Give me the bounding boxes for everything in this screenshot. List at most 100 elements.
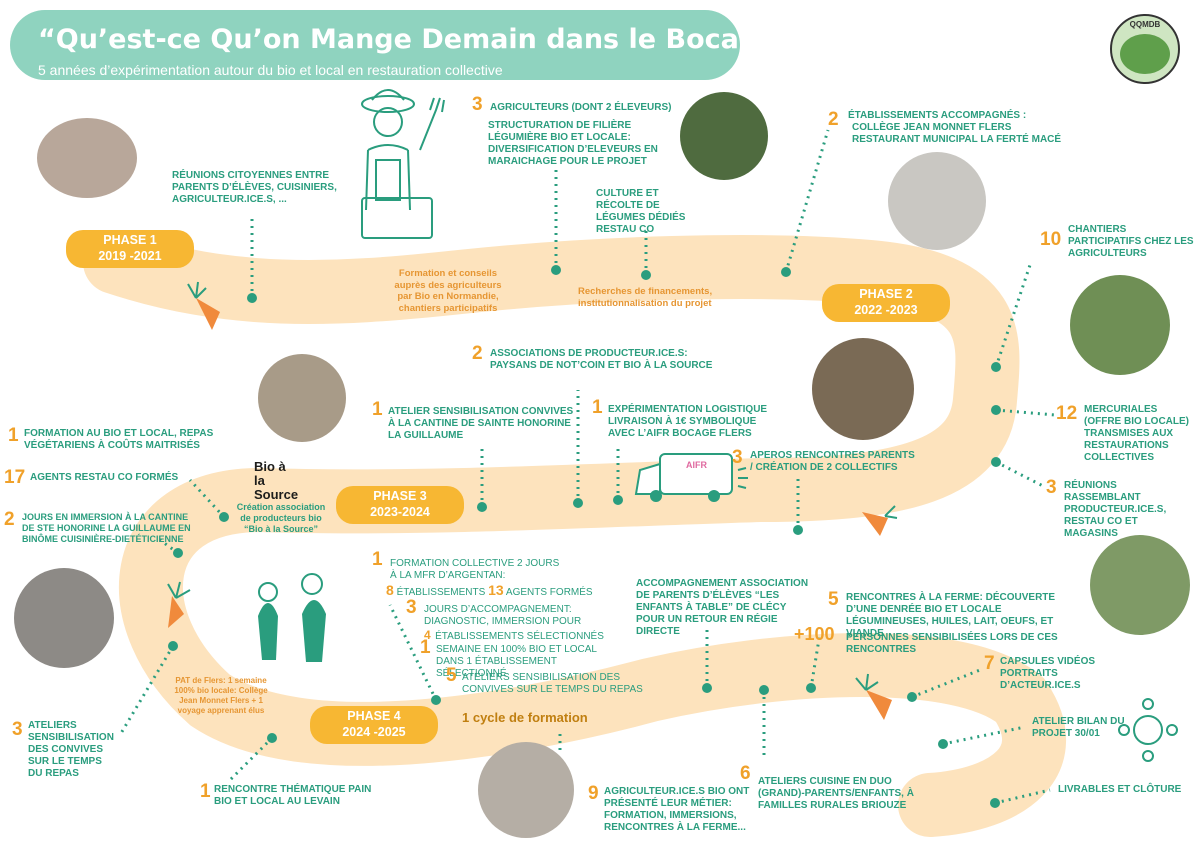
phase4-ateliers3: ATELIERS SENSIBILISATION DES CONVIVES SU… — [28, 720, 114, 779]
phase-4-years: 2024 -2025 — [342, 725, 406, 739]
carrot-icon — [855, 673, 892, 720]
phase2-etab-item: RESTAURANT MUNICIPAL LA FERTÉ MACÉ — [852, 134, 1062, 145]
phase3-formation-num: 1 — [8, 425, 19, 446]
phase3-aperos: APEROS RENCONTRES PARENTS / CRÉATION DE … — [750, 450, 915, 473]
phase1-financement-note: Recherches de financements, institutionn… — [578, 286, 713, 309]
photo-aperos — [812, 338, 914, 440]
phase2-mercuriales-num: 12 — [1056, 403, 1078, 424]
photo-participatory-worksite — [1070, 275, 1170, 375]
phase3-atelier-num: 1 — [372, 399, 383, 420]
phase3-assoc-num: 2 — [472, 343, 483, 364]
phase-1-badge: PHASE 1 2019 -2021 — [66, 230, 194, 268]
phase-4-badge: PHASE 4 2024 -2025 — [310, 706, 438, 744]
phase4-jours-num: 3 — [406, 597, 417, 618]
phase-3-years: 2023-2024 — [370, 505, 430, 519]
phase4-fc-etab-num: 8 — [386, 582, 394, 598]
page-title: “Qu’est-ce Qu’on Mange Demain dans le Bo… — [38, 24, 945, 55]
phase3-assoc: ASSOCIATIONS DE PRODUCTEUR.ICE.S: PAYSAN… — [490, 348, 713, 371]
phase4-bilan: ATELIER BILAN DU PROJET 30/01 — [1032, 716, 1125, 739]
phase4-fc-agents: AGENTS FORMÉS — [505, 587, 593, 598]
phase3-aperos-num: 3 — [732, 447, 743, 468]
phase2-etab-num: 2 — [828, 109, 839, 130]
phase4-pain: RENCONTRE THÉMATIQUE PAIN BIO ET LOCAL A… — [214, 784, 372, 807]
phase4-jours-etab-label: ÉTABLISSEMENTS SÉLECTIONNÉS — [435, 631, 604, 642]
phase1-culture: CULTURE ET RÉCOLTE DE LÉGUMES DÉDIÉS RES… — [596, 188, 686, 235]
phase2-etab-title: ÉTABLISSEMENTS ACCOMPAGNÉS : — [848, 110, 1027, 121]
phase4-fc-counts: 8 ÉTABLISSEMENTS 13 AGENTS FORMÉS — [386, 582, 593, 599]
phase3-logistique-num: 1 — [592, 397, 603, 418]
phase3-logistique: EXPÉRIMENTATION LOGISTIQUE LIVRAISON À 1… — [608, 404, 768, 439]
bio-a-la-source-logo: Bio à la Source — [254, 459, 299, 502]
delivery-truck-icon — [634, 453, 748, 502]
carrot-icon — [187, 281, 220, 330]
phase-2-badge: PHASE 2 2022 -2023 — [822, 284, 950, 322]
phase4-fc-line2: À LA MFR D’ARGENTAN: — [390, 570, 506, 581]
phase2-reunions-num: 3 — [1046, 477, 1057, 498]
phase4-jours-etab-num: 4 — [424, 628, 431, 642]
chef-icon — [258, 573, 326, 662]
qqmdb-logo: QQMDB — [1110, 14, 1180, 84]
photo-farm-visit — [1090, 535, 1190, 635]
phase4-fc-line1: FORMATION COLLECTIVE 2 JOURS — [390, 558, 560, 569]
phase4-ateliers5-num: 5 — [446, 665, 457, 686]
photo-cooks-group — [14, 568, 114, 668]
phase4-ateliers3-num: 3 — [12, 719, 23, 740]
phase1-agri-title: AGRICULTEURS (DONT 2 ÉLEVEURS) — [490, 102, 672, 113]
farmer-icon — [361, 89, 445, 239]
phase3-agents: AGENTS RESTAU CO FORMÉS — [30, 472, 179, 483]
phase4-pain-num: 1 — [200, 781, 211, 802]
phase4-cuisine-num: 6 — [740, 763, 751, 784]
phase-2-years: 2022 -2023 — [854, 303, 918, 317]
phase-2-name: PHASE 2 — [859, 287, 913, 301]
phase1-structuration: STRUCTURATION DE FILIÈRE LÉGUMIÈRE BIO E… — [488, 120, 658, 167]
people-table-icon — [1118, 698, 1178, 762]
title-banner: “Qu’est-ce Qu’on Mange Demain dans le Bo… — [10, 10, 944, 80]
phase3-jours: JOURS EN IMMERSION À LA CANTINE DE STE H… — [22, 512, 191, 544]
phase4-cycle: 1 cycle de formation — [462, 710, 588, 725]
phase4-personnes: PERSONNES SENSIBILISÉES LORS DE CES RENC… — [846, 632, 1058, 655]
phase2-chantiers: CHANTIERS PARTICIPATIFS CHEZ LES AGRICUL… — [1068, 224, 1194, 259]
phase4-jours-etab: 4 ÉTABLISSEMENTS SÉLECTIONNÉS — [424, 626, 604, 644]
photo-cooking-workshop — [478, 742, 574, 838]
phase4-rencontres: RENCONTRES À LA FERME: DÉCOUVERTE D’UNE … — [846, 592, 1056, 639]
phase4-jours: JOURS D’ACCOMPAGNEMENT: DIAGNOSTIC, IMME… — [424, 604, 582, 627]
phase4-agri: AGRICULTEUR.ICE.S BIO ONT PRÉSENTÉ LEUR … — [604, 786, 750, 833]
phase4-personnes-num: +100 — [794, 624, 835, 644]
carrot-icon — [167, 581, 191, 628]
phase-3-name: PHASE 3 — [373, 489, 427, 503]
phase-3-badge: PHASE 3 2023-2024 — [336, 486, 464, 524]
phase4-accomp: ACCOMPAGNEMENT ASSOCIATION DE PARENTS D’… — [636, 578, 809, 637]
phase4-ateliers5: ATELIERS SENSIBILISATION DES CONVIVES SU… — [462, 672, 643, 695]
photo-canteen-workshop — [258, 354, 346, 442]
phase4-semaine-num: 1 — [420, 637, 431, 658]
phase2-mercuriales: MERCURIALES (OFFRE BIO LOCALE) TRANSMISE… — [1084, 404, 1189, 463]
phase4-capsules-num: 7 — [984, 653, 995, 674]
phase1-formation-note: Formation et conseils auprès des agricul… — [394, 268, 502, 314]
phase2-etab-item: COLLÈGE JEAN MONNET FLERS — [852, 122, 1012, 133]
phase3-atelier: ATELIER SENSIBILISATION CONVIVES À LA CA… — [388, 406, 574, 441]
phase4-capsules: CAPSULES VIDÉOS PORTRAITS D’ACTEUR.ICE.S — [1000, 656, 1096, 691]
phase3-creation-note: Création association de producteurs bio … — [236, 502, 326, 534]
truck-label: AIFR — [686, 460, 707, 470]
photo-kitchen-team — [888, 152, 986, 250]
phase3-jours-num: 2 — [4, 509, 15, 530]
phase4-agri-num: 9 — [588, 783, 599, 804]
phase4-cuisine: ATELIERS CUISINE EN DUO (GRAND)-PARENTS/… — [758, 776, 914, 811]
phase1-reunions: RÉUNIONS CITOYENNES ENTRE PARENTS D’ÉLÈV… — [172, 170, 337, 205]
phase4-fc-etab: ÉTABLISSEMENTS — [396, 587, 486, 598]
phase4-fc-agents-num: 13 — [488, 582, 504, 598]
phase1-agri-num: 3 — [472, 94, 483, 115]
phase4-fc-num: 1 — [372, 549, 383, 570]
phase4-semaine: SEMAINE EN 100% BIO ET LOCAL DANS 1 ÉTAB… — [436, 644, 597, 679]
phase-4-name: PHASE 4 — [347, 709, 401, 723]
phase3-formation: FORMATION AU BIO ET LOCAL, REPAS VÉGÉTAR… — [24, 428, 214, 451]
phase4-livrables: LIVRABLES ET CLÔTURE — [1058, 784, 1182, 795]
phase2-etab-list: COLLÈGE JEAN MONNET FLERS RESTAURANT MUN… — [852, 122, 1092, 146]
photo-farmers-field — [680, 92, 768, 180]
phase-1-years: 2019 -2021 — [98, 249, 162, 263]
phase-1-name: PHASE 1 — [103, 233, 157, 247]
phase2-chantiers-num: 10 — [1040, 229, 1062, 250]
phase3-agents-num: 17 — [4, 467, 26, 488]
photo-citizens-meeting — [37, 118, 137, 198]
